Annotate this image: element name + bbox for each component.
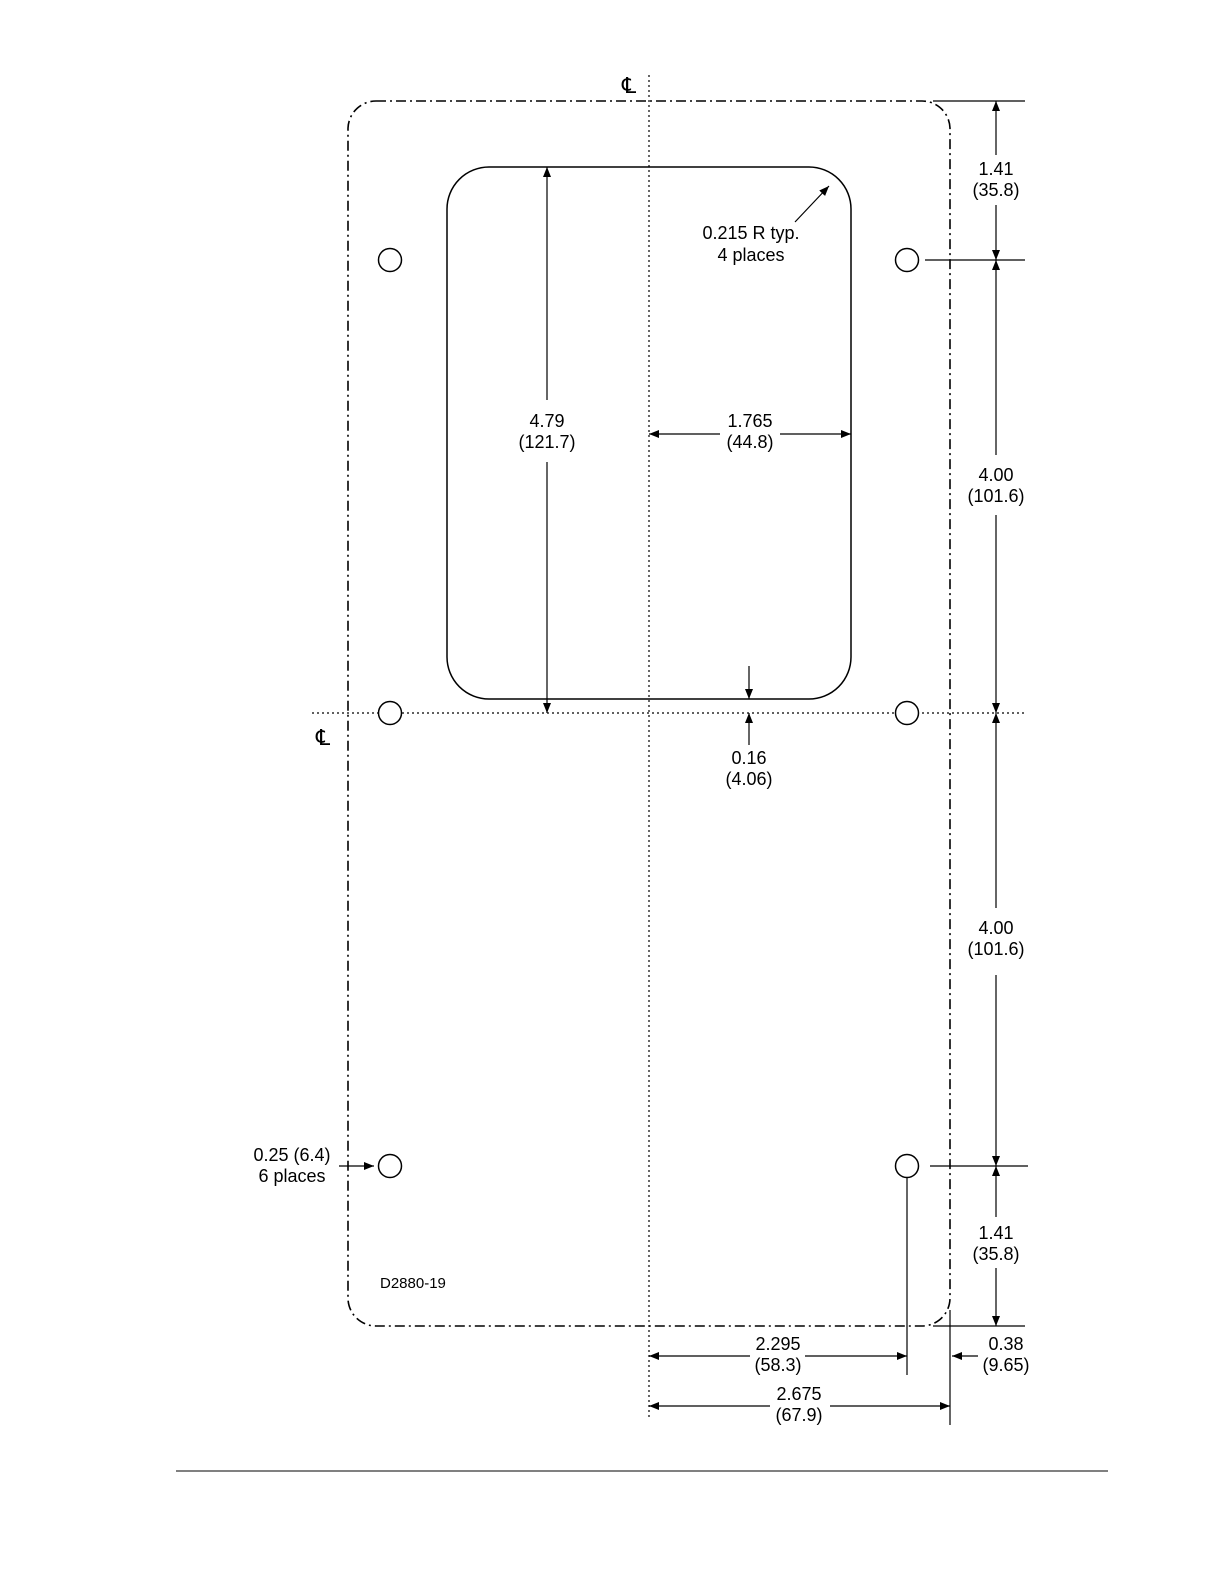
horizontal-centerline-symbol: ℄ <box>315 725 331 750</box>
hole-note-line1: 0.25 (6.4) <box>253 1145 330 1165</box>
mounting-hole-top-left <box>379 249 402 272</box>
dim-bottom-margin-mm: (35.8) <box>972 1244 1019 1264</box>
dim-hole-offset-in: 2.295 <box>755 1334 800 1354</box>
dim-panel-half-in: 2.675 <box>776 1384 821 1404</box>
dim-cutout-height-in: 4.79 <box>529 411 564 431</box>
vertical-centerline-symbol: ℄ <box>621 73 637 98</box>
dim-upper-spacing-mm: (101.6) <box>967 486 1024 506</box>
dim-edge-margin-in: 0.38 <box>988 1334 1023 1354</box>
corner-radius-leader <box>795 186 829 222</box>
corner-radius-note-line1: 0.215 R typ. <box>702 223 799 243</box>
dim-lower-spacing-mm: (101.6) <box>967 939 1024 959</box>
dim-bottom-margin-in: 1.41 <box>978 1223 1013 1243</box>
corner-radius-note-line2: 4 places <box>717 245 784 265</box>
dim-top-margin-mm: (35.8) <box>972 180 1019 200</box>
dim-cutout-width-mm: (44.8) <box>726 432 773 452</box>
dim-hole-offset-mm: (58.3) <box>754 1355 801 1375</box>
dim-offset-in: 0.16 <box>731 748 766 768</box>
dim-edge-margin-mm: (9.65) <box>982 1355 1029 1375</box>
mounting-hole-middle-right <box>896 702 919 725</box>
mounting-hole-bottom-right <box>896 1155 919 1178</box>
dim-top-margin-in: 1.41 <box>978 159 1013 179</box>
figure-id: D2880-19 <box>380 1275 446 1292</box>
mounting-hole-middle-left <box>379 702 402 725</box>
mounting-hole-top-right <box>896 249 919 272</box>
dim-upper-spacing-in: 4.00 <box>978 465 1013 485</box>
dim-cutout-height-mm: (121.7) <box>518 432 575 452</box>
dim-offset-mm: (4.06) <box>725 769 772 789</box>
mounting-hole-bottom-left <box>379 1155 402 1178</box>
hole-note-line2: 6 places <box>258 1166 325 1186</box>
dim-panel-half-mm: (67.9) <box>775 1405 822 1425</box>
dim-lower-spacing-in: 4.00 <box>978 918 1013 938</box>
dim-cutout-width-in: 1.765 <box>727 411 772 431</box>
